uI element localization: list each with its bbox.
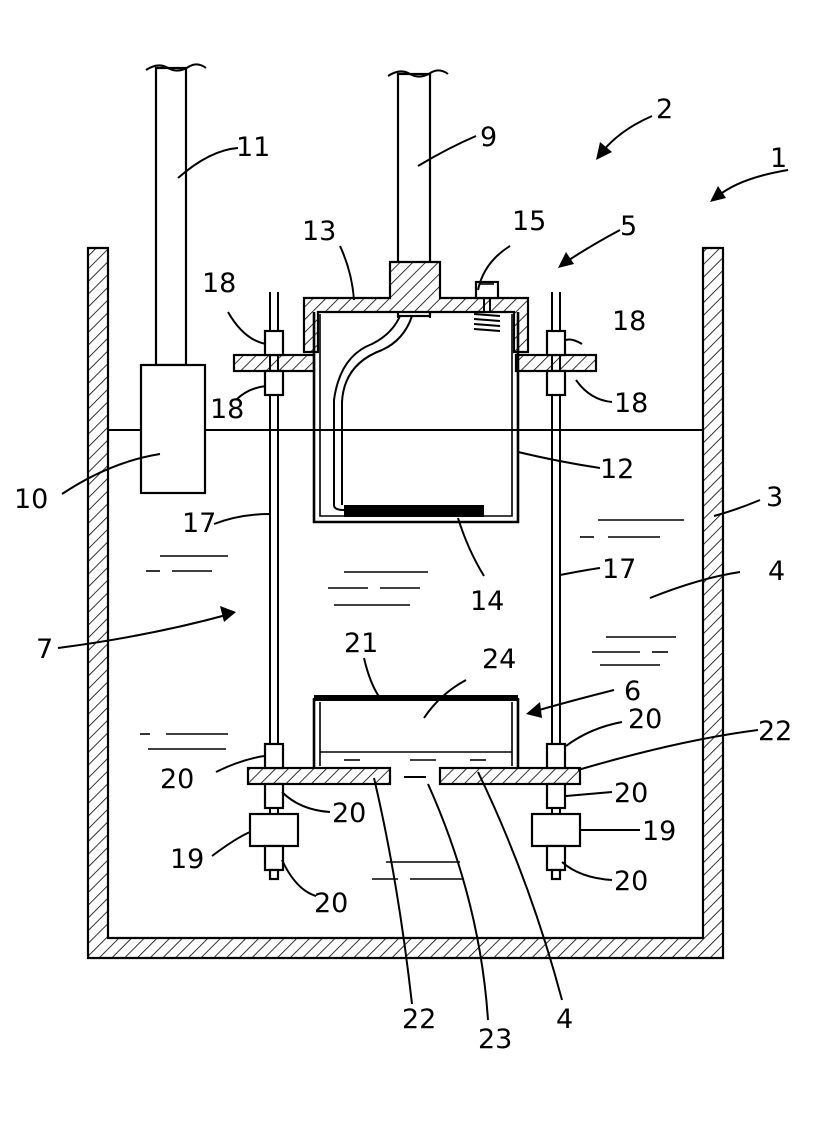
plate-14 — [344, 505, 484, 517]
nut-18-lu — [265, 331, 283, 355]
label-20-l3: 20 — [314, 888, 348, 919]
nut-20-ru — [547, 744, 565, 768]
vessel-12-inner — [320, 314, 512, 516]
label-14: 14 — [470, 586, 504, 617]
cable-inner — [342, 316, 412, 505]
label-12: 12 — [600, 454, 634, 485]
label-3: 3 — [766, 482, 783, 513]
flange-left — [234, 355, 314, 371]
label-18-ll: 18 — [210, 394, 244, 425]
label-22-right: 22 — [758, 716, 792, 747]
arrow-7 — [58, 606, 236, 648]
label-5: 5 — [620, 211, 637, 242]
label-20-l1: 20 — [160, 764, 194, 795]
vessel-24 — [314, 698, 518, 768]
base-plate-22-right — [440, 768, 580, 784]
box-10 — [141, 365, 205, 493]
label-17-right: 17 — [602, 554, 636, 585]
label-13: 13 — [302, 216, 336, 247]
label-20-l2: 20 — [332, 798, 366, 829]
rod-11 — [156, 68, 186, 365]
vessel-12 — [314, 312, 518, 522]
label-10: 10 — [14, 484, 48, 515]
label-20-r1: 20 — [628, 704, 662, 735]
label-11: 11 — [236, 132, 270, 163]
label-2: 2 — [656, 94, 673, 125]
label-4-bottom: 4 — [556, 1004, 573, 1035]
nut-20-rb — [547, 846, 565, 870]
label-18-rl: 18 — [614, 388, 648, 419]
label-1: 1 — [770, 143, 787, 174]
weight-19-right — [532, 814, 580, 846]
weight-19-left — [250, 814, 298, 846]
label-6: 6 — [624, 676, 641, 707]
label-18-ru: 18 — [612, 306, 646, 337]
flange-right — [516, 355, 596, 371]
arrow-2 — [596, 116, 652, 160]
arrow-1 — [710, 170, 788, 202]
vessel-24-inner — [320, 702, 512, 766]
nut-20-rl — [547, 784, 565, 808]
label-22-bottom: 22 — [402, 1004, 436, 1035]
nut-20-ll — [265, 784, 283, 808]
arrow-6 — [526, 690, 614, 718]
lid-13 — [304, 262, 528, 352]
label-4-right: 4 — [768, 556, 785, 587]
nut-20-lb — [265, 846, 283, 870]
label-15: 15 — [512, 206, 546, 237]
nut-18-ru — [547, 331, 565, 355]
arrow-5 — [558, 230, 620, 268]
label-17-left: 17 — [182, 508, 216, 539]
nut-18-rl — [547, 371, 565, 395]
label-24: 24 — [482, 644, 516, 675]
label-7: 7 — [36, 634, 53, 665]
label-20-r3: 20 — [614, 866, 648, 897]
nut-18-ll — [265, 371, 283, 395]
label-18-lu: 18 — [202, 268, 236, 299]
nut-20-lu — [265, 744, 283, 768]
label-9: 9 — [480, 122, 497, 153]
label-23: 23 — [478, 1024, 512, 1055]
label-21: 21 — [344, 628, 378, 659]
label-19-right: 19 — [642, 816, 676, 847]
label-19-left: 19 — [170, 844, 204, 875]
label-20-r2: 20 — [614, 778, 648, 809]
base-plate-22-left — [248, 768, 390, 784]
